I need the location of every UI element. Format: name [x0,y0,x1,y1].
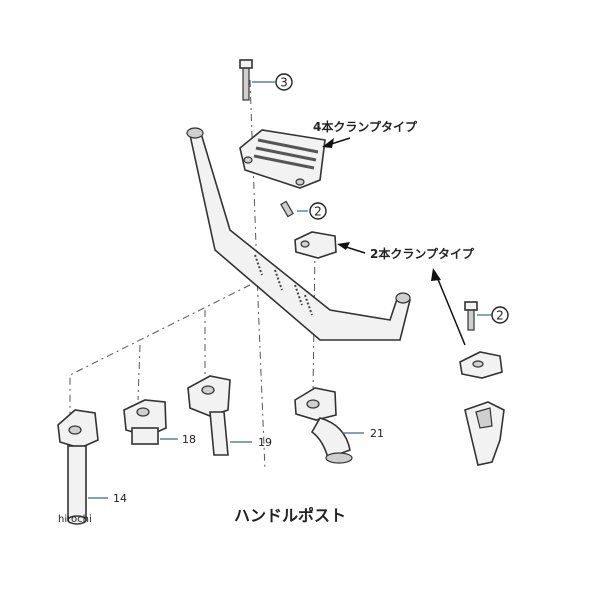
handlebar [186,127,411,341]
post-21: 21 [294,387,384,464]
bolt-top: 3 [239,59,293,101]
ref-number-2-right: 2 [496,309,504,323]
post-19: 19 [187,375,272,456]
callout-four-clamp-label: 4本クランプタイプ [313,119,418,134]
ref-circle-2-right [491,306,509,324]
ref-number-14: 14 [113,492,127,505]
ref-number-21: 21 [370,427,384,440]
arrow-icon [337,242,350,250]
watermark: hirochi [58,514,92,525]
ref-number-2-mid: 2 [314,205,322,219]
callout-two-clamp-label: 2本クランプタイプ [370,246,475,261]
four-clamp-top [239,129,326,189]
diagram-title: ハンドルポスト [234,506,346,525]
right-clamp-assembly [459,351,505,466]
ref-number-19: 19 [258,436,272,449]
arrow-icon [322,138,334,148]
post-18: 18 [123,399,196,446]
callout-four-clamp: 4本クランプタイプ [313,119,418,148]
post-14: 14 [57,409,127,525]
callout-two-clamp: 2本クランプタイプ [337,242,475,346]
ref-number-3: 3 [280,76,288,90]
bolt-mid: 2 [280,200,327,220]
arrow-icon [431,268,441,281]
two-clamp-top [294,231,337,259]
ref-number-18: 18 [182,433,196,446]
bolt-right: 2 [464,301,509,331]
ref-circle-2-mid [309,202,327,220]
ref-circle-3 [275,73,293,91]
